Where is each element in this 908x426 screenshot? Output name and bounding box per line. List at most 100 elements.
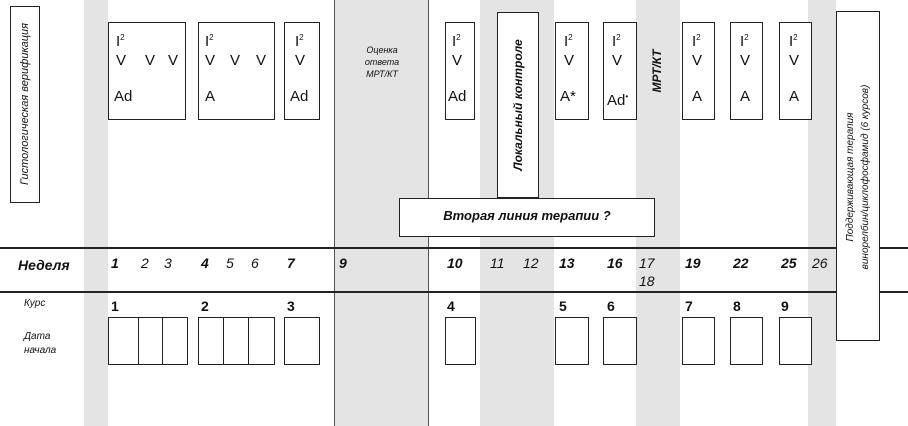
drug-i-3: I2 [295, 33, 304, 50]
response-evaluation-label: Оценка ответа МРТ/КТ [336, 44, 428, 80]
date-cell-19[interactable] [682, 317, 715, 365]
drug-ad-dot-6: Ad• [607, 92, 629, 109]
date-cell-13[interactable] [555, 317, 589, 365]
drug-box-6 [603, 22, 637, 120]
week-row-label: Неделя [18, 257, 70, 273]
local-control-box [497, 12, 539, 198]
drug-v-6: V [612, 52, 623, 69]
drug-box-3 [284, 22, 320, 120]
drug-v-8: V [740, 52, 751, 69]
drug-i-5: I2 [564, 33, 573, 50]
drug-box-9 [779, 22, 812, 120]
drug-ad-4: Ad [448, 88, 467, 105]
week-17: 17 [639, 255, 655, 271]
date-cell-4[interactable] [198, 317, 225, 365]
drug-v-1c: V [168, 52, 179, 69]
date-cell-5[interactable] [223, 317, 250, 365]
drug-i-8: I2 [740, 33, 749, 50]
week-row-top-line [0, 247, 908, 249]
date-cell-10[interactable] [445, 317, 476, 365]
date-cell-16[interactable] [603, 317, 637, 365]
drug-i-1: I2 [116, 33, 125, 50]
drug-v-2c: V [256, 52, 267, 69]
drug-v-2a: V [205, 52, 216, 69]
mri-ct-label: МРТ/КТ [650, 49, 664, 93]
course-4: 4 [447, 298, 455, 314]
week-7: 7 [287, 255, 295, 271]
course-6: 6 [607, 298, 615, 314]
response-line-1: Оценка [366, 45, 398, 55]
histology-label: Гистологическая верификация [19, 22, 31, 186]
week-25: 25 [781, 255, 797, 271]
drug-v-5: V [564, 52, 575, 69]
drug-v-4: V [452, 52, 463, 69]
drug-box-4 [445, 22, 475, 120]
shade-col-1 [84, 0, 108, 426]
drug-box-8 [730, 22, 763, 120]
course-7: 7 [685, 298, 693, 314]
date-cell-2[interactable] [138, 317, 164, 365]
maintenance-label: Поддерживающая терапия винорелбин/циклоф… [838, 13, 878, 341]
date-cell-7[interactable] [284, 317, 320, 365]
drug-ad-3: Ad [290, 88, 309, 105]
drug-i-2: I2 [205, 33, 214, 50]
drug-a-2: A [205, 88, 216, 105]
week-22: 22 [733, 255, 749, 271]
start-date-label: Дата начала [24, 330, 56, 358]
shade-col-end [808, 0, 836, 426]
week-4: 4 [201, 255, 209, 271]
week-12: 12 [523, 255, 539, 271]
separator-left [334, 0, 335, 426]
drug-box-1 [108, 22, 186, 120]
week-2: 2 [141, 255, 149, 271]
course-5: 5 [559, 298, 567, 314]
week-1: 1 [111, 255, 119, 271]
maintenance-line-1: Поддерживающая терапия [845, 112, 856, 242]
course-8: 8 [733, 298, 741, 314]
drug-box-2 [198, 22, 275, 120]
drug-a-7: A [692, 88, 703, 105]
response-line-3: МРТ/КТ [366, 69, 398, 79]
drug-a-8: A [740, 88, 751, 105]
local-control-label: Локальный контроле [511, 39, 525, 171]
week-3: 3 [164, 255, 172, 271]
response-line-2: ответа [364, 57, 400, 67]
date-cell-25[interactable] [779, 317, 812, 365]
drug-v-1a: V [116, 52, 127, 69]
week-18: 18 [639, 273, 655, 289]
week-13: 13 [559, 255, 575, 271]
week-26: 26 [812, 255, 828, 271]
course-1: 1 [111, 298, 119, 314]
second-line-box [399, 198, 655, 237]
course-2: 2 [201, 298, 209, 314]
drug-v-7: V [692, 52, 703, 69]
drug-box-5 [555, 22, 589, 120]
drug-i-4: I2 [452, 33, 461, 50]
drug-v-9: V [789, 52, 800, 69]
course-3: 3 [287, 298, 295, 314]
week-row-bottom-line [0, 291, 908, 293]
date-cell-22[interactable] [730, 317, 763, 365]
start-date-line-1: Дата [24, 331, 51, 342]
drug-v-1b: V [145, 52, 156, 69]
date-cell-1[interactable] [108, 317, 140, 365]
week-11: 11 [490, 255, 505, 271]
histology-box [10, 6, 40, 203]
course-row-label: Курс [24, 298, 46, 309]
drug-i-7: I2 [692, 33, 701, 50]
week-9: 9 [339, 255, 347, 271]
drug-v-3: V [295, 52, 306, 69]
date-cell-6[interactable] [248, 317, 275, 365]
date-cell-3[interactable] [162, 317, 188, 365]
drug-i-6: I2 [612, 33, 621, 50]
maintenance-box [836, 11, 880, 341]
course-9: 9 [781, 298, 789, 314]
week-5: 5 [226, 255, 234, 271]
drug-a-star-5: A* [560, 88, 576, 105]
drug-ad-1: Ad [114, 88, 133, 105]
week-6: 6 [251, 255, 259, 271]
week-19: 19 [685, 255, 701, 271]
maintenance-line-2: винорелбин/циклофосфамид (6 курсов) [860, 84, 871, 270]
week-10: 10 [447, 255, 463, 271]
